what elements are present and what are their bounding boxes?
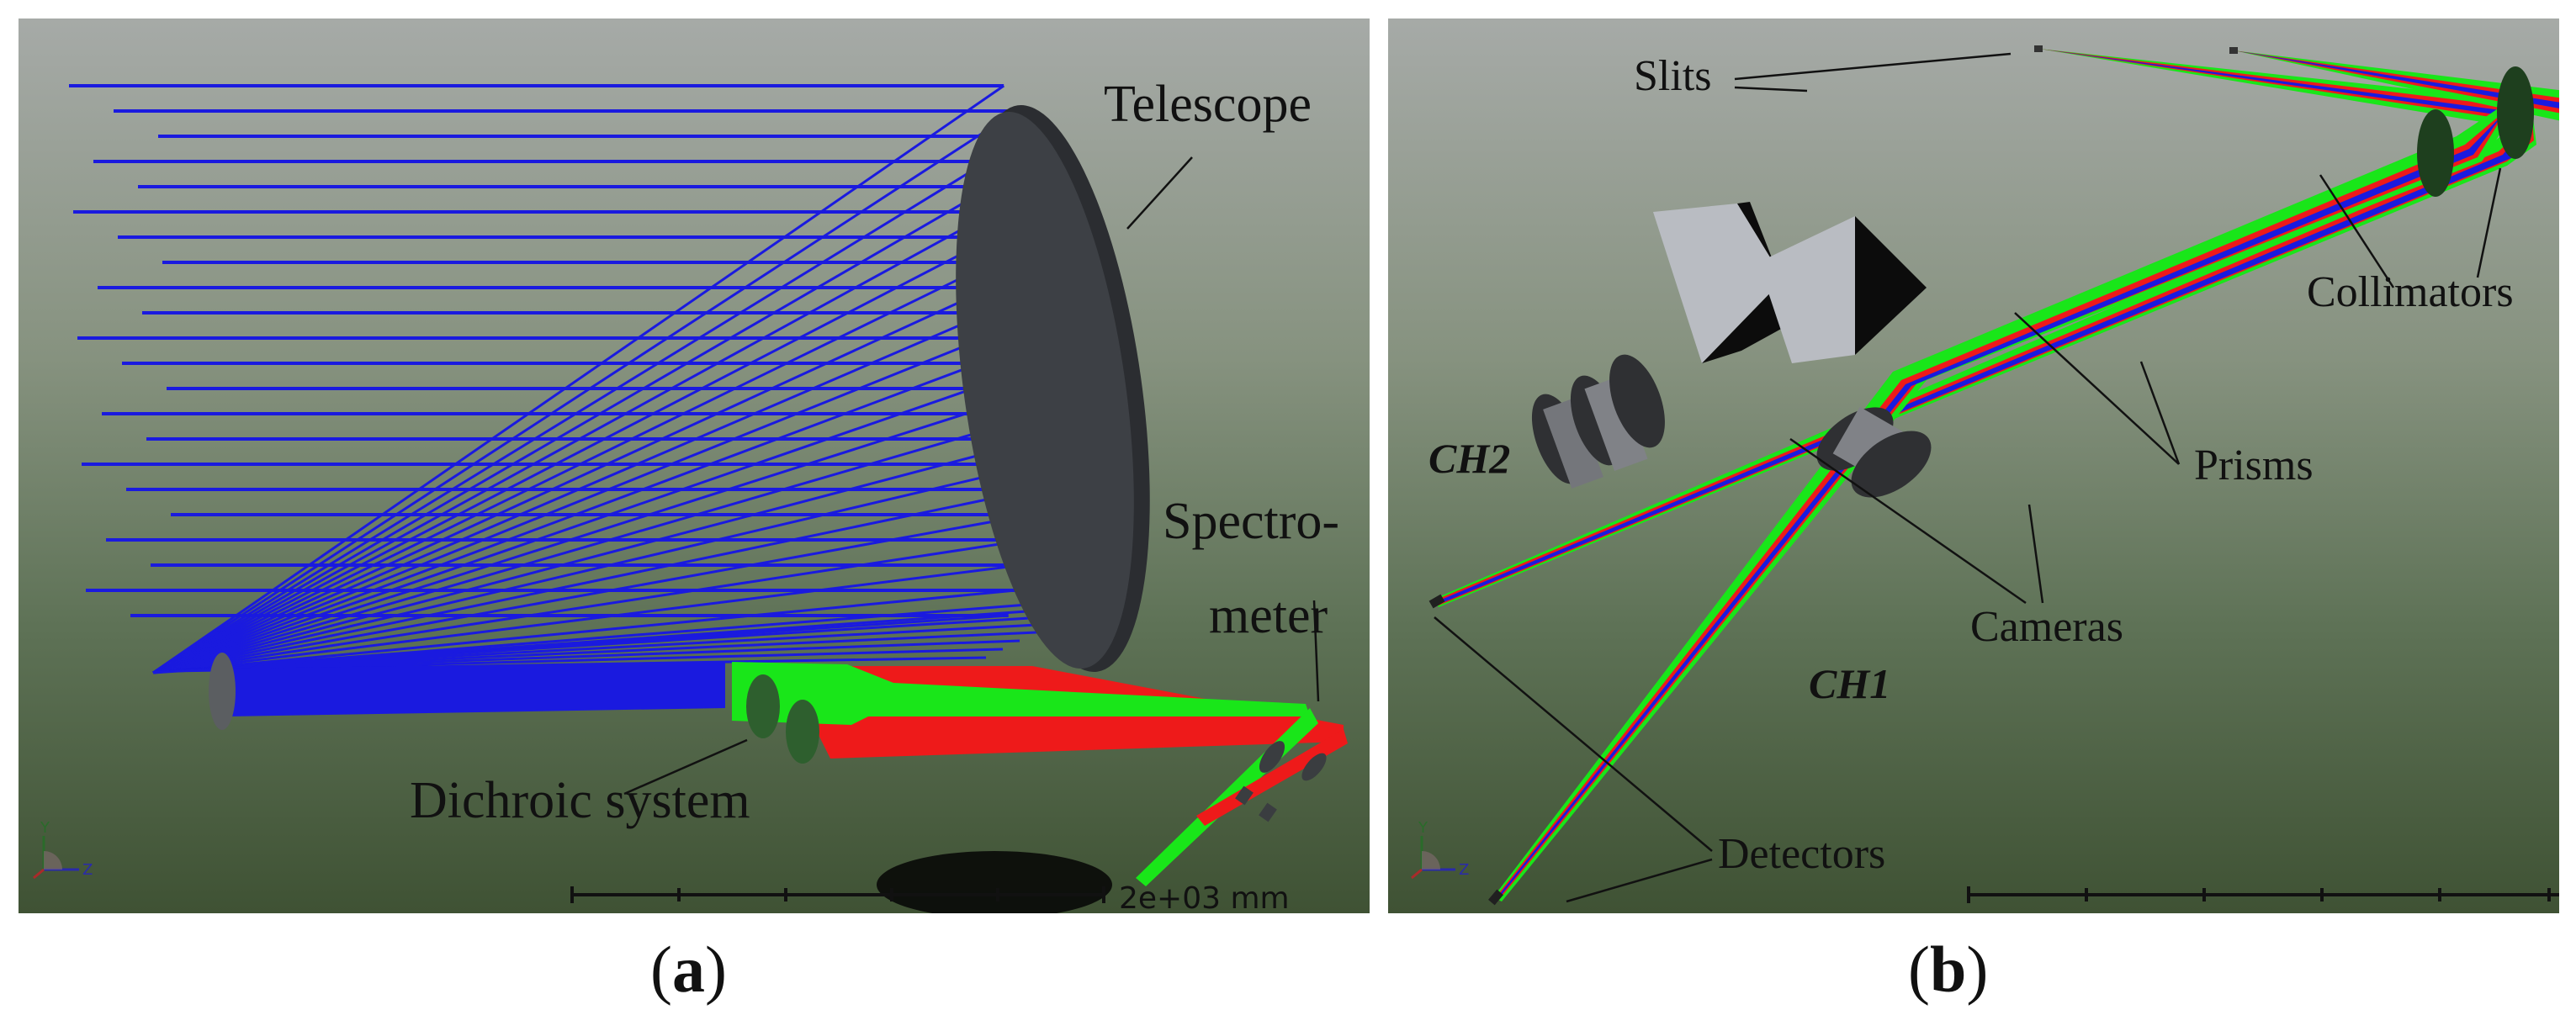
dichroic-element-2 bbox=[786, 700, 819, 764]
caption-b: (b) bbox=[1908, 933, 1989, 1006]
ch2-beam bbox=[1434, 111, 2536, 607]
panel-a-scene: Telescope Spectro- meter Dichroic system… bbox=[33, 76, 1348, 913]
dichroic-element-1 bbox=[746, 674, 780, 738]
spectrometer-red-beam bbox=[1196, 729, 1348, 826]
panel-b-viewport: Slits Collimators Prisms CH2 CH1 Cameras… bbox=[1388, 19, 2559, 913]
axis-triad: Y Z bbox=[1411, 819, 1469, 880]
reflected-ray bbox=[169, 648, 1004, 673]
slit-to-collimator-beams bbox=[2039, 49, 2559, 126]
spectrometer-optics bbox=[1235, 741, 1327, 822]
axis-triad: Y Z bbox=[33, 819, 93, 880]
slit-2 bbox=[2229, 47, 2238, 54]
reflected-ray bbox=[169, 622, 1054, 673]
reflected-ray bbox=[152, 387, 1046, 674]
camera-ch1 bbox=[1816, 406, 1932, 498]
spectrometer-label-line2: meter bbox=[1209, 587, 1328, 644]
reflected-ray bbox=[152, 589, 1016, 674]
detectors-leader-2 bbox=[1566, 858, 1713, 903]
telescope-mirror bbox=[956, 105, 1150, 672]
spectrometer-label-line1: Spectro- bbox=[1163, 493, 1339, 550]
cameras-leader-1 bbox=[1789, 437, 2027, 605]
green-channel-beam bbox=[732, 662, 1310, 725]
caption-a: (a) bbox=[650, 933, 727, 1006]
reflected-ray bbox=[169, 639, 1020, 673]
prisms-leader-1 bbox=[2014, 312, 2180, 465]
reflected-ray bbox=[152, 412, 1044, 674]
reflected-ray bbox=[152, 463, 1039, 674]
collimators-label: Collimators bbox=[2307, 268, 2514, 316]
shadow-blob bbox=[877, 851, 1112, 913]
scale-bar bbox=[570, 886, 1105, 903]
detector-ch2 bbox=[1428, 594, 1445, 609]
ch2-label: CH2 bbox=[1428, 435, 1510, 482]
collimator-1 bbox=[2417, 109, 2454, 197]
collimators-leader-1 bbox=[2319, 174, 2395, 288]
axis-z-label: Z bbox=[1459, 861, 1469, 879]
scale-bar bbox=[1967, 886, 2559, 903]
detectors-leader-1 bbox=[1434, 616, 1713, 852]
axis-y-label: Y bbox=[1418, 819, 1428, 837]
ch1-beam bbox=[1493, 103, 2515, 901]
detectors-label: Detectors bbox=[1718, 830, 1885, 878]
reflected-ray-bundle bbox=[152, 84, 1105, 674]
telescope-label: Telescope bbox=[1104, 76, 1312, 133]
reflected-ray bbox=[152, 336, 1047, 674]
ch1-label: CH1 bbox=[1809, 660, 1890, 707]
scale-bar-label: 2e+03 mm bbox=[1119, 881, 1290, 913]
reflected-ray bbox=[152, 538, 1028, 674]
prisms-leader-2 bbox=[2139, 361, 2181, 465]
reflected-ray bbox=[152, 286, 1048, 674]
detector-ch1 bbox=[1488, 889, 1503, 906]
reflected-ray bbox=[152, 210, 1044, 674]
reflected-ray bbox=[152, 135, 1030, 674]
slit-1 bbox=[2034, 45, 2043, 52]
reflected-ray bbox=[152, 311, 1048, 674]
prism-2 bbox=[1758, 216, 1927, 363]
reflected-ray bbox=[169, 631, 1037, 673]
slits-leader-2 bbox=[1734, 86, 1808, 93]
reflected-ray bbox=[152, 513, 1032, 674]
reflected-ray bbox=[152, 109, 1018, 674]
dichroic-leader bbox=[623, 738, 748, 796]
reflected-ray bbox=[152, 84, 1005, 674]
reflected-ray bbox=[152, 362, 1047, 674]
collimators-leader-2 bbox=[2476, 167, 2502, 278]
slits-label: Slits bbox=[1634, 52, 1712, 100]
cameras-leader-2 bbox=[2027, 504, 2044, 604]
dichroic-system-label: Dichroic system bbox=[410, 772, 750, 829]
panel-b-scene: Slits Collimators Prisms CH2 CH1 Cameras… bbox=[1411, 45, 2559, 906]
reflected-ray bbox=[152, 437, 1042, 674]
prisms-label: Prisms bbox=[2194, 441, 2314, 489]
reflected-ray bbox=[152, 160, 1036, 674]
cameras-label: Cameras bbox=[1970, 603, 2123, 651]
axis-z-label: Z bbox=[82, 861, 93, 879]
slits-leader-1 bbox=[1734, 52, 2012, 81]
reflected-ray bbox=[152, 563, 1022, 674]
collimator-2 bbox=[2497, 66, 2534, 159]
reflected-ray bbox=[152, 261, 1047, 674]
reflected-ray bbox=[152, 185, 1041, 674]
blue-relay-beam bbox=[209, 653, 725, 730]
reflected-ray bbox=[152, 488, 1036, 674]
panel-a-viewport: Telescope Spectro- meter Dichroic system… bbox=[19, 19, 1370, 913]
camera-ch2 bbox=[1531, 354, 1665, 489]
axis-y-label: Y bbox=[40, 819, 50, 837]
fold-optic bbox=[209, 653, 236, 730]
reflected-ray bbox=[152, 235, 1046, 674]
telescope-leader bbox=[1126, 156, 1193, 230]
spectrometer-leader bbox=[1312, 600, 1320, 702]
